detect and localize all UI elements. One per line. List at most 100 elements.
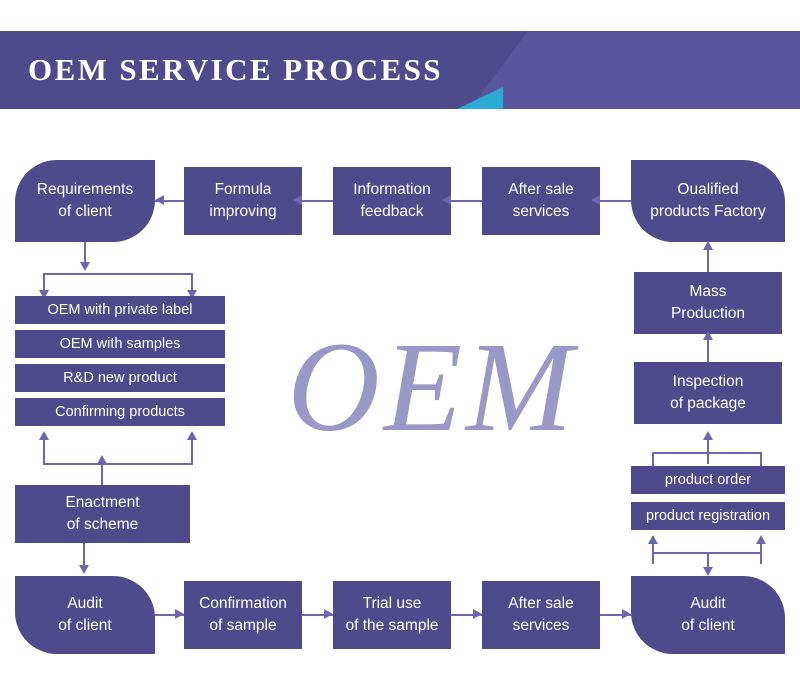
connector-line	[43, 440, 45, 465]
box-oem-with-private-label[interactable]: OEM with private label	[15, 296, 225, 324]
box-line-1: After sale	[508, 595, 574, 612]
box-line-2: feedback	[360, 203, 424, 220]
box-requirements-of-client[interactable]: Requirements of client	[15, 160, 155, 242]
connector-bus-horizontal	[43, 463, 193, 465]
arrow-up-left-branch-registration	[648, 535, 658, 544]
arrow-right-aftersale-to-audit	[622, 609, 631, 619]
box-product-registration[interactable]: product registration	[631, 502, 785, 530]
arrow-up-right-branch-registration	[756, 535, 766, 544]
box-line-1: Oualified	[677, 181, 739, 198]
connector-line	[302, 200, 333, 202]
arrow-down-left-branch	[39, 290, 49, 299]
box-line-2: improving	[209, 203, 277, 220]
connector-line	[191, 440, 193, 465]
arrow-right-confirmation-to-trial	[324, 609, 333, 619]
box-label: R&D new product	[63, 369, 177, 386]
connector-bus-horizontal	[652, 452, 762, 454]
box-product-order[interactable]: product order	[631, 466, 785, 494]
box-label: Confirming products	[55, 403, 185, 420]
arrow-up-left-branch	[39, 431, 49, 440]
box-line-2: of client	[681, 617, 735, 634]
arrow-down-right-branch	[187, 290, 197, 299]
box-line-2: of sample	[209, 617, 277, 634]
connector-line	[43, 273, 45, 293]
box-line-2: of client	[58, 203, 112, 220]
box-label: product registration	[645, 507, 771, 524]
page-title: OEM SERVICE PROCESS	[28, 52, 443, 87]
box-line-2: of package	[670, 395, 746, 412]
connector-line	[155, 200, 184, 202]
connector-line	[600, 614, 631, 616]
header-banner: OEM SERVICE PROCESS	[0, 31, 800, 109]
box-line-2: Production	[670, 305, 746, 322]
box-line-1: Confirmation	[199, 595, 287, 612]
box-line-1: Audit	[690, 595, 726, 612]
connector-line	[84, 242, 86, 264]
arrow-up-to-bus	[97, 455, 107, 464]
connector-line	[707, 249, 709, 272]
connector-line	[707, 339, 709, 362]
connector-line	[652, 452, 654, 470]
arrow-left-aftersale-to-info	[591, 195, 600, 205]
arrow-up-inspection-to-mass	[703, 331, 713, 340]
arrow-right-audit-to-confirmation	[175, 609, 184, 619]
arrow-up-order-to-inspection	[703, 431, 713, 440]
connector-line	[83, 543, 85, 567]
box-line-1: Formula	[214, 181, 272, 198]
box-enactment-of-scheme[interactable]: Enactment of scheme	[15, 485, 190, 543]
box-audit-of-client-right[interactable]: Audit of client	[631, 576, 785, 654]
box-line-1: Inspection	[672, 373, 744, 390]
box-line-2: of scheme	[66, 516, 139, 533]
connector-line	[451, 200, 482, 202]
box-line-1: Information	[353, 181, 431, 198]
box-confirming-products[interactable]: Confirming products	[15, 398, 225, 426]
box-line-2: of client	[58, 617, 112, 634]
box-line-2: of the sample	[345, 617, 439, 634]
box-rd-new-product[interactable]: R&D new product	[15, 364, 225, 392]
box-trial-use-of-the-sample[interactable]: Trial use of the sample	[333, 581, 451, 649]
box-after-sale-services-top[interactable]: After sale services	[482, 167, 600, 235]
connector-line	[760, 452, 762, 470]
arrow-left-info-to-formula	[442, 195, 451, 205]
arrow-down-to-bus	[80, 262, 90, 271]
box-label: OEM with private label	[47, 301, 193, 318]
box-line-1: Audit	[67, 595, 103, 612]
box-inspection-of-package[interactable]: Inspection of package	[634, 362, 782, 424]
box-audit-of-client-left[interactable]: Audit of client	[15, 576, 155, 654]
box-label: OEM with samples	[59, 335, 181, 352]
connector-line	[155, 614, 184, 616]
box-confirmation-of-sample[interactable]: Confirmation of sample	[184, 581, 302, 649]
connector-line	[302, 614, 333, 616]
arrow-right-trial-to-aftersale	[473, 609, 482, 619]
box-line-2: services	[512, 203, 570, 220]
connector-line	[707, 552, 709, 570]
arrow-up-right-branch	[187, 431, 197, 440]
oem-watermark: OEM	[287, 316, 577, 458]
arrow-left-formula-to-requirements	[293, 195, 302, 205]
box-line-2: services	[512, 617, 570, 634]
box-oualified-products-factory[interactable]: Oualified products Factory	[631, 160, 785, 242]
box-label: product order	[664, 471, 752, 488]
box-line-1: After sale	[508, 181, 574, 198]
box-line-2: products Factory	[650, 203, 766, 220]
arrow-left-into-requirements	[155, 195, 164, 205]
banner-light-panel	[470, 31, 800, 109]
box-information-feedback[interactable]: Information feedback	[333, 167, 451, 235]
connector-line	[600, 200, 631, 202]
connector-bus-horizontal	[43, 273, 193, 275]
box-formula-improving[interactable]: Formula improving	[184, 167, 302, 235]
connector-line	[760, 544, 762, 564]
box-line-1: Trial use	[362, 595, 422, 612]
box-oem-with-samples[interactable]: OEM with samples	[15, 330, 225, 358]
connector-line	[652, 544, 654, 564]
arrow-down-to-audit-right	[703, 567, 713, 576]
connector-line	[191, 273, 193, 293]
box-after-sale-services-bottom[interactable]: After sale services	[482, 581, 600, 649]
connector-line	[101, 463, 103, 485]
arrow-up-mass-to-qualified	[703, 241, 713, 250]
box-line-1: Enactment	[65, 494, 140, 511]
box-line-1: Requirements	[36, 181, 134, 198]
box-line-1: Mass	[689, 283, 727, 300]
